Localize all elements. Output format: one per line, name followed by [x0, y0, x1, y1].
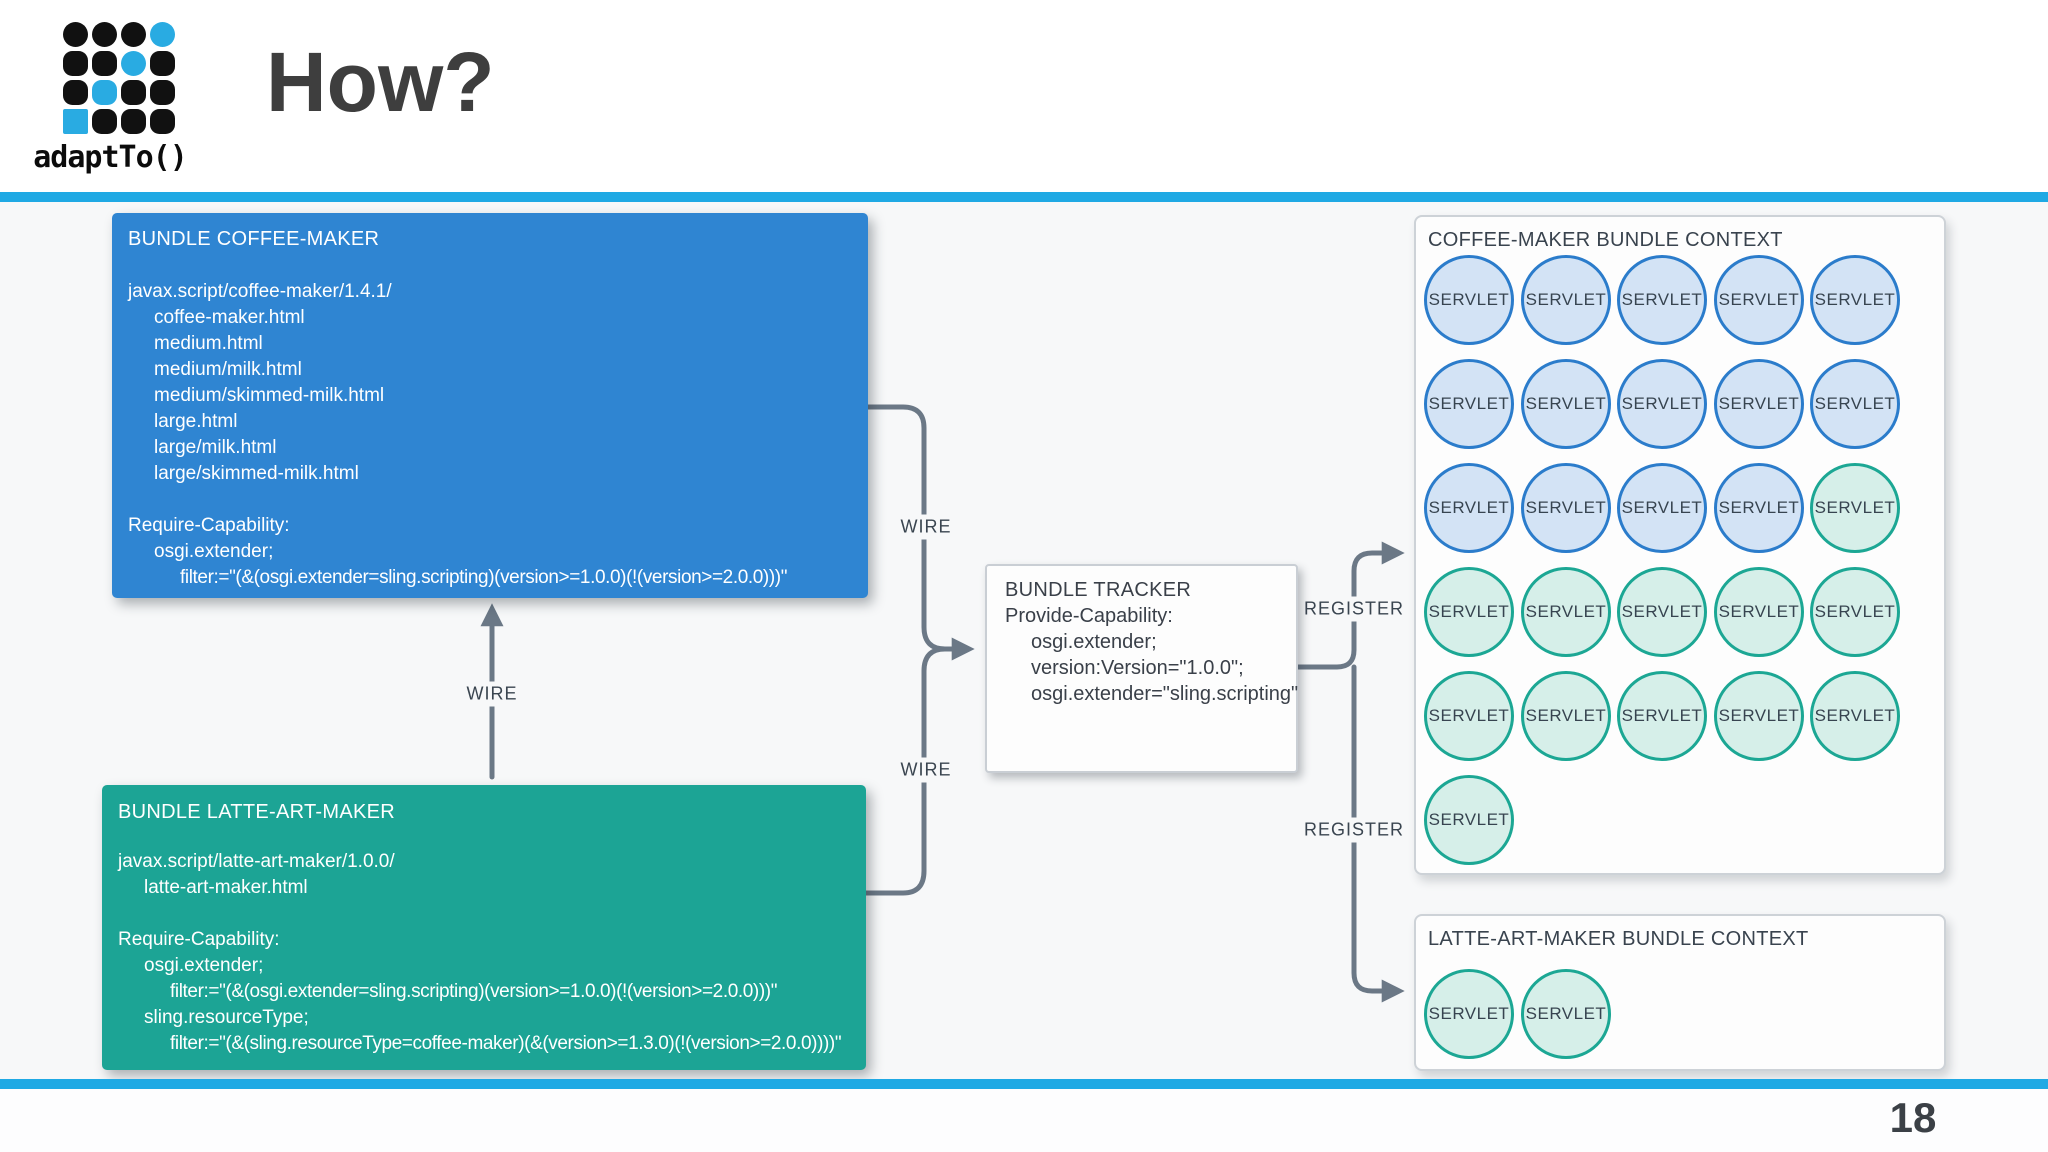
servlet-circle: SERVLET	[1424, 255, 1514, 345]
slide-footer: 18	[0, 1089, 2048, 1152]
logo-cell-blue	[92, 80, 117, 105]
adaptto-logo-icon	[63, 22, 175, 134]
logo-cell-blue	[121, 51, 146, 76]
code-line: medium/skimmed-milk.html	[154, 385, 385, 406]
servlet-circle: SERVLET	[1617, 463, 1707, 553]
code-line: Require-Capability:	[128, 515, 290, 536]
logo-cell-black	[121, 109, 146, 134]
register-label-bottom: REGISTER	[1295, 817, 1413, 843]
code-line	[118, 901, 850, 927]
logo-cell-black	[63, 51, 88, 76]
code-line: filter:="(&(osgi.extender=sling.scriptin…	[170, 981, 778, 1002]
servlet-circle: SERVLET	[1521, 463, 1611, 553]
servlet-circle: SERVLET	[1810, 671, 1900, 761]
logo-cell-black	[92, 51, 117, 76]
code-line: sling.resourceType;	[144, 1007, 309, 1028]
bundle-latte-art-maker-title: BUNDLE LATTE-ART-MAKER	[118, 801, 396, 823]
code-line: javax.script/latte-art-maker/1.0.0/	[118, 851, 395, 872]
servlet-circle: SERVLET	[1714, 359, 1804, 449]
servlet-circle: SERVLET	[1424, 969, 1514, 1059]
code-line: large.html	[154, 411, 238, 432]
register-label-top: REGISTER	[1295, 596, 1413, 622]
code-line: filter:="(&(osgi.extender=sling.scriptin…	[180, 567, 788, 588]
logo-cell-black	[121, 80, 146, 105]
servlet-circle: SERVLET	[1521, 671, 1611, 761]
code-line: filter:="(&(sling.resourceType=coffee-ma…	[170, 1033, 842, 1054]
code-line: latte-art-maker.html	[144, 877, 308, 898]
servlet-circle: SERVLET	[1424, 567, 1514, 657]
servlet-circle: SERVLET	[1424, 359, 1514, 449]
logo-cell-black	[121, 22, 146, 47]
bundle-tracker-body: Provide-Capability: osgi.extender; version…	[1005, 603, 1299, 707]
logo-cell-black	[63, 80, 88, 105]
page-number: 18	[1889, 1094, 1937, 1141]
servlet-circle: SERVLET	[1617, 255, 1707, 345]
servlet-circle: SERVLET	[1617, 567, 1707, 657]
servlet-circle: SERVLET	[1714, 255, 1804, 345]
code-line: medium/milk.html	[154, 359, 302, 380]
code-line: osgi.extender;	[154, 541, 274, 562]
servlet-circle: SERVLET	[1810, 463, 1900, 553]
code-line: large/milk.html	[154, 437, 277, 458]
bundle-tracker-box: BUNDLE TRACKER Provide-Capability: osgi.e…	[985, 564, 1298, 773]
code-line	[128, 487, 852, 513]
servlet-circle: SERVLET	[1714, 567, 1804, 657]
logo-cell-blue	[150, 22, 175, 47]
code-line: coffee-maker.html	[154, 307, 305, 328]
servlet-circle: SERVLET	[1521, 255, 1611, 345]
logo-cell-blue	[63, 109, 88, 134]
code-line: osgi.extender="sling.scripting"	[1031, 683, 1299, 705]
logo-cell-black	[92, 22, 117, 47]
bundle-coffee-maker-box: BUNDLE COFFEE-MAKER javax.script/coffee-…	[112, 213, 868, 598]
servlet-circle: SERVLET	[1521, 969, 1611, 1059]
slide-header: adaptTo() How?	[0, 0, 2048, 192]
servlet-circle: SERVLET	[1810, 255, 1900, 345]
servlet-circle: SERVLET	[1810, 359, 1900, 449]
servlet-circle: SERVLET	[1617, 359, 1707, 449]
servlet-circle: SERVLET	[1424, 671, 1514, 761]
logo-cell-black	[150, 80, 175, 105]
code-line: osgi.extender;	[144, 955, 264, 976]
code-line: version:Version="1.0.0";	[1031, 657, 1244, 679]
logo-cell-black	[63, 22, 88, 47]
code-line: large/skimmed-milk.html	[154, 463, 359, 484]
bundle-latte-art-maker-body: javax.script/latte-art-maker/1.0.0/latte…	[118, 849, 850, 1057]
servlet-circle: SERVLET	[1714, 671, 1804, 761]
bundle-coffee-maker-body: javax.script/coffee-maker/1.4.1/coffee-m…	[128, 279, 852, 591]
bundle-coffee-maker-title: BUNDLE COFFEE-MAKER	[128, 228, 380, 250]
code-line: osgi.extender;	[1031, 631, 1157, 653]
servlet-circle: SERVLET	[1810, 567, 1900, 657]
servlet-circle: SERVLET	[1424, 463, 1514, 553]
code-line: medium.html	[154, 333, 263, 354]
coffee-maker-bundle-context-title: COFFEE-MAKER BUNDLE CONTEXT	[1428, 229, 1783, 251]
wire-label-vertical: WIRE	[458, 681, 526, 707]
bundle-latte-art-maker-box: BUNDLE LATTE-ART-MAKER javax.script/latt…	[102, 785, 866, 1070]
logo-cell-black	[150, 109, 175, 134]
servlet-circle: SERVLET	[1714, 463, 1804, 553]
logo-cell-black	[92, 109, 117, 134]
bundle-tracker-title: BUNDLE TRACKER	[1005, 579, 1192, 601]
servlet-circle: SERVLET	[1617, 671, 1707, 761]
code-line: javax.script/coffee-maker/1.4.1/	[128, 281, 392, 302]
servlet-circle: SERVLET	[1521, 567, 1611, 657]
code-line: Require-Capability:	[118, 929, 280, 950]
logo-cell-black	[150, 51, 175, 76]
wire-label-top: WIRE	[892, 514, 960, 540]
servlet-circle: SERVLET	[1424, 775, 1514, 865]
logo-text: adaptTo()	[33, 140, 188, 175]
code-line: Provide-Capability:	[1005, 605, 1173, 627]
top-accent-bar	[0, 192, 2048, 202]
latte-art-maker-bundle-context-title: LATTE-ART-MAKER BUNDLE CONTEXT	[1428, 928, 1809, 950]
page-title: How?	[266, 35, 495, 129]
bottom-accent-bar	[0, 1079, 2048, 1089]
servlet-circle: SERVLET	[1521, 359, 1611, 449]
wire-label-bottom: WIRE	[892, 757, 960, 783]
